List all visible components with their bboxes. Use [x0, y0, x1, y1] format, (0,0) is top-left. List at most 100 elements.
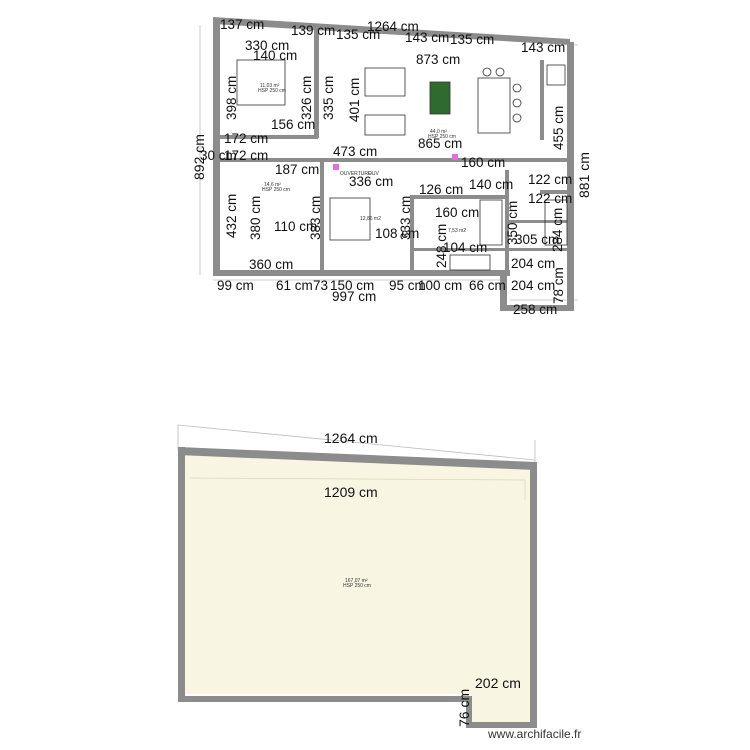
upper-plan: 11,03 m² HSP 250 cm 44,0 m² HSP 250 cm 1…: [191, 17, 592, 317]
dimension-label: 122 cm: [528, 191, 572, 206]
markers: [333, 154, 458, 170]
sofa: [364, 67, 406, 97]
dimension-label: 126 cm: [419, 182, 463, 197]
dimension-label: 172 cm: [224, 148, 268, 163]
lower-walls: [178, 447, 537, 728]
lower-floor: [183, 453, 531, 724]
dimension-label: 143 cm: [405, 30, 449, 45]
dimension-label: 336 cm: [349, 174, 393, 189]
room-height: HSP 250 cm: [262, 187, 290, 193]
coffee-table: [364, 114, 406, 136]
lower-dimension-line: [177, 424, 536, 465]
room-area: 11,03 m²: [260, 83, 280, 89]
dining-chair: [495, 67, 505, 77]
dimension-label: 335 cm: [321, 76, 336, 120]
dimension-label: 380 cm: [248, 196, 263, 240]
dining-chair: [512, 113, 522, 123]
doorway-label: OUVERTURE: [340, 171, 372, 177]
dimension-label: 172 cm: [224, 131, 268, 146]
lower-plan: 1264 cm 1209 cm 202 cm 76 cm 167,07 m² H…: [177, 424, 537, 728]
stair-block: [544, 199, 568, 246]
dimension-label: 258 cm: [513, 302, 557, 317]
dimension-label: 73: [313, 278, 328, 293]
bathtub: [449, 254, 491, 271]
room-labels: 11,03 m² HSP 250 cm 44,0 m² HSP 250 cm 1…: [258, 83, 466, 234]
dimension-label: 99 cm: [217, 278, 254, 293]
dimension-label: 330 cm: [245, 38, 289, 53]
dimension-label: 401 cm: [347, 78, 362, 122]
dimension-label: 455 cm: [551, 106, 566, 150]
dimension-label: 1209 cm: [324, 484, 378, 500]
dimension-label: 150 cm: [330, 278, 374, 293]
dimension-label: 100 cm: [418, 278, 462, 293]
dimension-labels: 137 cm 139 cm 1264 cm 330 cm 135 cm 143 …: [191, 17, 592, 317]
dimension-label: 76 cm: [456, 689, 472, 727]
dimension-label: 156 cm: [271, 117, 315, 132]
dimension-label: 160 cm: [435, 205, 479, 220]
dimension-label: 202 cm: [475, 675, 521, 691]
lower-labels: 1264 cm 1209 cm 202 cm 76 cm 167,07 m² H…: [324, 430, 521, 727]
dimension-label: 1264 cm: [324, 430, 378, 446]
dimension-label: 865 cm: [418, 136, 462, 151]
dimension-label: 398 cm: [224, 76, 239, 120]
dimension-label: 305 cm: [515, 232, 559, 247]
interior-walls: [220, 28, 570, 272]
dimension-label: 110 cm: [274, 219, 317, 234]
dining-chair: [482, 67, 492, 77]
dimension-label: 187 cm: [275, 162, 319, 177]
dimension-label: 360 cm: [249, 257, 293, 272]
dimension-label: 383 cm: [308, 196, 323, 240]
dimension-label: 66 cm: [469, 278, 506, 293]
dining-chair: [512, 98, 522, 108]
dimension-label: 432 cm: [224, 194, 239, 238]
room-height: HSP 250 cm: [428, 134, 456, 140]
dimension-label: 140 cm: [469, 177, 513, 192]
bed-top-left: [236, 59, 286, 106]
dimension-label: 881 cm: [576, 152, 592, 198]
dimension-label: 873 cm: [416, 52, 460, 67]
upper-floor: [215, 20, 570, 306]
bed-middle: [329, 197, 371, 241]
dimension-label: 204 cm: [511, 256, 555, 271]
pool-table: [429, 81, 451, 115]
dimension-label: 139 cm: [291, 23, 335, 38]
dimension-label: 137 cm: [220, 17, 264, 32]
dimension-label: 30 cm: [200, 148, 237, 163]
dimension-label: 204 cm: [511, 278, 555, 293]
dimension-label: 140 cm: [253, 48, 297, 63]
room-area: 44,0 m²: [430, 129, 447, 135]
dimension-label: 997 cm: [332, 289, 376, 304]
room-area: 12,86 m2: [360, 216, 381, 222]
shower: [479, 199, 503, 246]
dimension-label: 122 cm: [528, 172, 572, 187]
dimension-label: 61 cm: [276, 278, 313, 293]
kitchen-unit: [546, 64, 566, 86]
dimension-label: 248 cm: [434, 224, 449, 268]
dimension-label: 333 cm: [398, 196, 413, 240]
dimension-label: 1264 cm: [367, 19, 419, 34]
dimension-label: 104 cm: [443, 240, 487, 255]
dimension-label: 284 cm: [550, 208, 565, 252]
dimension-label: 108 cm: [375, 226, 419, 241]
furniture: [236, 59, 568, 271]
watermark: www.archifacile.fr: [487, 727, 581, 741]
room-height: HSP 250 cm: [258, 88, 286, 94]
dimension-label: 473 cm: [333, 144, 377, 159]
dimension-label: 326 cm: [299, 76, 314, 120]
dimension-label: 135 cm: [450, 32, 494, 47]
dimension-label: 350 cm: [505, 201, 520, 245]
exterior-walls: [213, 17, 574, 311]
room-area: 7,53 m2: [448, 228, 466, 234]
dimension-label: 95 cm: [389, 278, 426, 293]
dining-chair: [512, 83, 522, 93]
room-area: 14,6 m²: [264, 182, 281, 188]
doorway-label: OUV: [368, 171, 380, 177]
dimension-label: 160 cm: [461, 155, 505, 170]
dimension-label: 78 cm: [551, 267, 566, 304]
lower-inner-lines: [189, 477, 526, 500]
dimension-label: 143 cm: [521, 40, 565, 55]
dining-table: [477, 77, 511, 134]
dimension-label: 135 cm: [336, 27, 380, 42]
room-area: 167,07 m²: [345, 578, 368, 584]
